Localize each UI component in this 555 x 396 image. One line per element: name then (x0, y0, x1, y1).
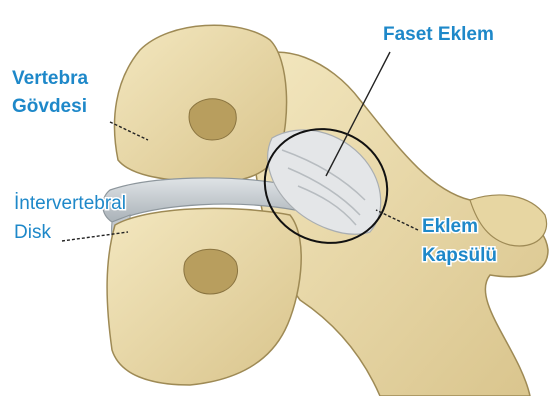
label-disk-line2: Disk (14, 222, 51, 244)
label-disk-line1: İntervertebral (14, 193, 126, 215)
lower-intervertebral-foramen (184, 249, 238, 294)
label-capsule-line2: Kapsülü (422, 245, 497, 267)
label-vertebra-body-line1: Vertebra (12, 68, 88, 90)
label-vertebra-body-line2: Gövdesi (12, 96, 87, 118)
upper-intervertebral-foramen (189, 99, 236, 140)
lower-vertebra-body (107, 208, 301, 385)
label-facet-joint: Faset Eklem (383, 24, 494, 46)
label-capsule-line1: Eklem (422, 216, 478, 238)
